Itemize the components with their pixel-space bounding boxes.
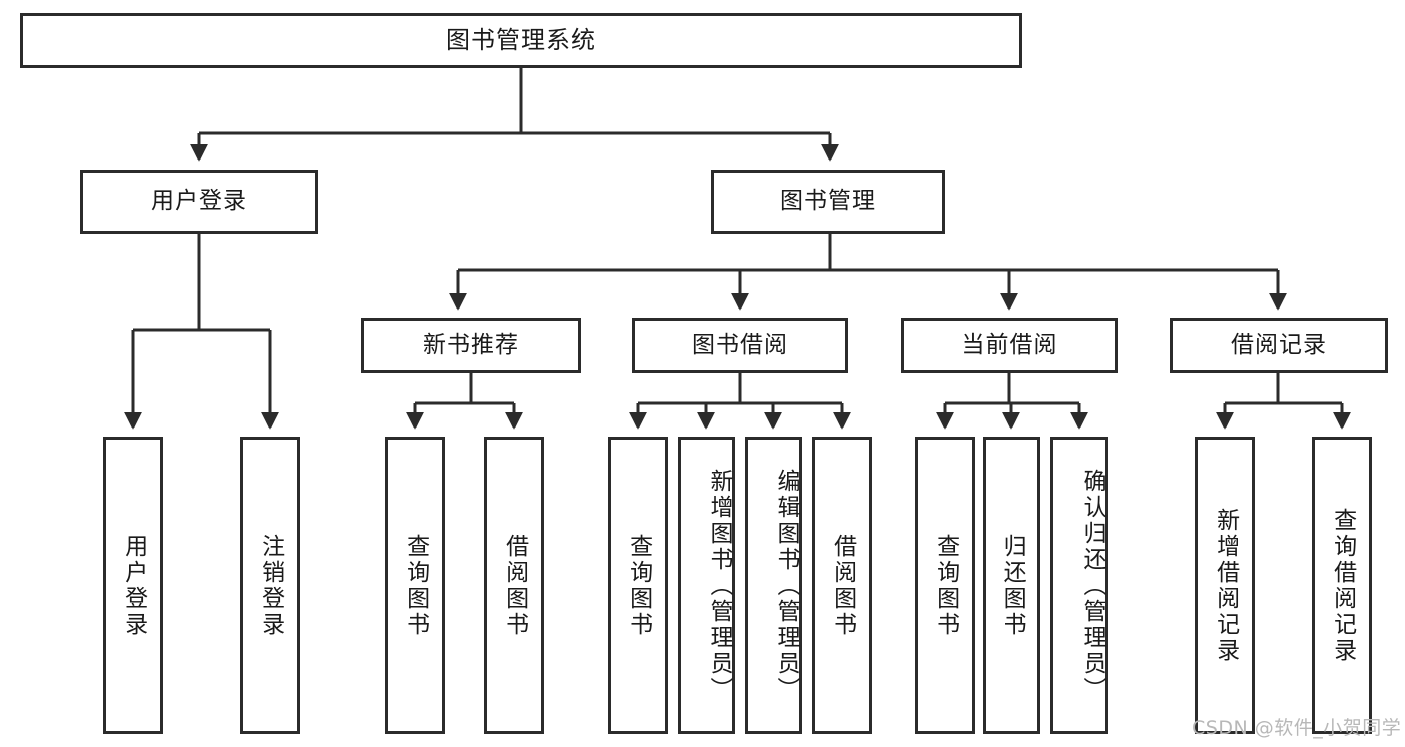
node-leaf-add-book-admin[interactable]: 新增图书（管理员） (678, 437, 735, 734)
node-root-system[interactable]: 图书管理系统 (20, 13, 1022, 68)
node-leaf-edit-book-admin[interactable]: 编辑图书（管理员） (745, 437, 802, 734)
node-leaf-user-login[interactable]: 用户登录 (103, 437, 163, 734)
node-book-borrowing[interactable]: 图书借阅 (632, 318, 848, 373)
node-borrow-records[interactable]: 借阅记录 (1170, 318, 1388, 373)
node-leaf-borrow-books-recommend[interactable]: 借阅图书 (484, 437, 544, 734)
node-leaf-logout[interactable]: 注销登录 (240, 437, 300, 734)
node-leaf-borrow-books[interactable]: 借阅图书 (812, 437, 872, 734)
node-leaf-return-books[interactable]: 归还图书 (983, 437, 1040, 734)
node-leaf-add-borrow-record[interactable]: 新增借阅记录 (1195, 437, 1255, 734)
node-book-management[interactable]: 图书管理 (711, 170, 945, 234)
csdn-watermark: CSDN @软件_小贺同学 (1192, 717, 1402, 739)
node-leaf-query-books-borrow[interactable]: 查询图书 (608, 437, 668, 734)
node-new-book-recommendation[interactable]: 新书推荐 (361, 318, 581, 373)
node-leaf-query-borrow-record[interactable]: 查询借阅记录 (1312, 437, 1372, 734)
node-leaf-query-books-current[interactable]: 查询图书 (915, 437, 975, 734)
node-leaf-confirm-return-admin[interactable]: 确认归还（管理员） (1050, 437, 1108, 734)
node-user-login[interactable]: 用户登录 (80, 170, 318, 234)
node-leaf-query-books-recommend[interactable]: 查询图书 (385, 437, 445, 734)
node-current-borrowing[interactable]: 当前借阅 (901, 318, 1118, 373)
